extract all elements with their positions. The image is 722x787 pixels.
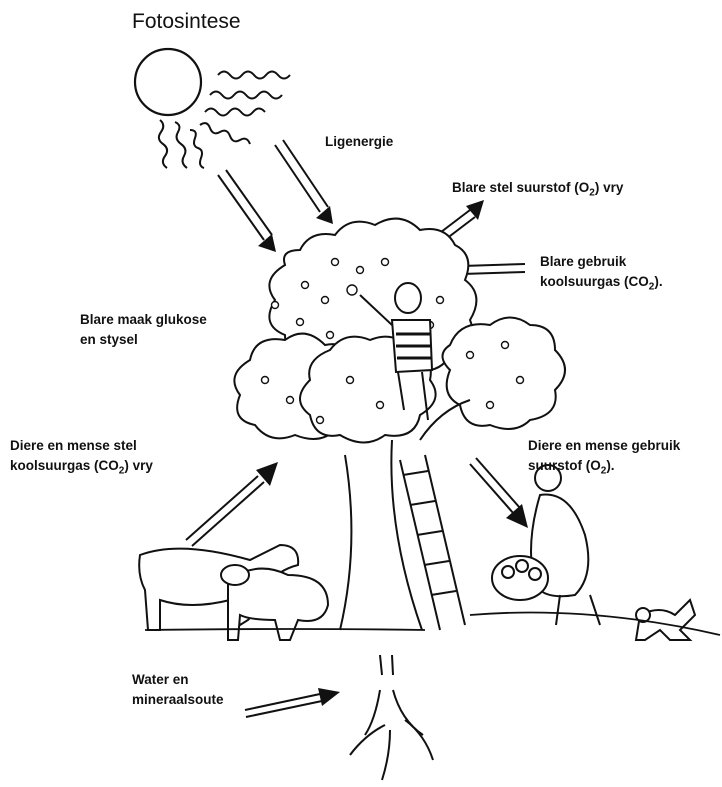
sun (135, 49, 201, 115)
animals-use-line1: Diere en mense gebruik (528, 436, 680, 456)
people-oxygen-arrow (470, 458, 520, 514)
label-co2-use: Blare gebruik koolsuurgas (CO2). (540, 252, 663, 298)
glucose-line2: en stysel (80, 330, 207, 350)
glucose-line1: Blare maak glukose (80, 310, 207, 330)
page-title: Fotosintese (132, 10, 241, 34)
animals-release-line1: Diere en mense stel (10, 436, 153, 456)
animals-use-line2: suurstof (O2). (528, 456, 680, 482)
co2-use-line2: koolsuurgas (CO2). (540, 272, 663, 298)
water-line2: mineraalsoute (132, 690, 224, 710)
label-animals-release: Diere en mense stel koolsuurgas (CO2) vr… (10, 436, 153, 482)
sun-rays (159, 72, 290, 169)
label-animals-use: Diere en mense gebruik suurstof (O2). (528, 436, 680, 482)
animals-co2-arrow (186, 476, 264, 546)
co2-use-line1: Blare gebruik (540, 252, 663, 272)
water-arrow (245, 694, 322, 717)
label-oxygen-release: Blare stel suurstof (O2) vry (452, 178, 623, 204)
animals (139, 545, 328, 640)
oxygen-release-text: Blare stel suurstof (O2) vry (452, 178, 623, 204)
animals-release-line2: koolsuurgas (CO2) vry (10, 456, 153, 482)
roots (350, 655, 433, 780)
label-glucose: Blare maak glukose en stysel (80, 310, 207, 350)
label-water: Water en mineraalsoute (132, 670, 224, 710)
light-arrows (218, 140, 328, 240)
label-light-energy: Ligenergie (325, 132, 393, 152)
co2-arrow (462, 264, 525, 274)
water-line1: Water en (132, 670, 224, 690)
woman-figure (492, 465, 600, 625)
ladder (400, 455, 465, 630)
